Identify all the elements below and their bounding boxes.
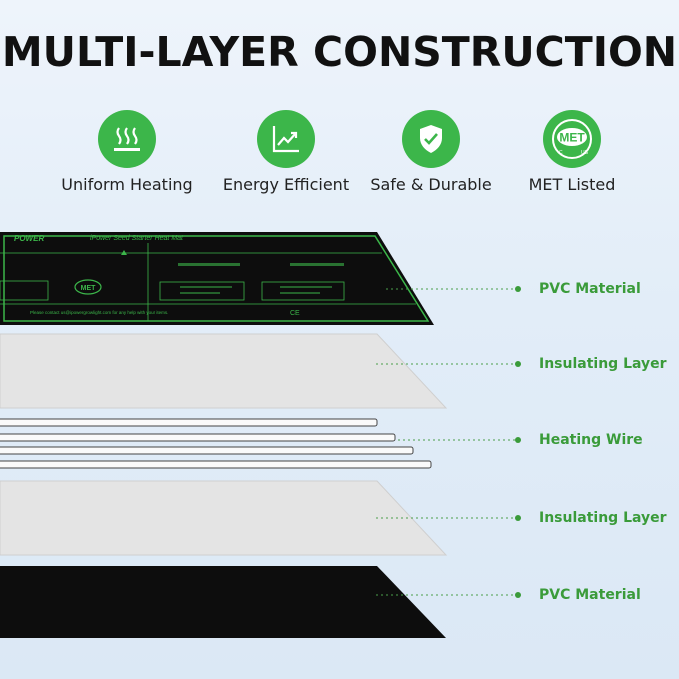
feature-energy-efficient: Energy Efficient: [211, 110, 361, 194]
mat-product-name: iPower Seed Starter Heat Mat: [90, 235, 184, 242]
heating-wires: [0, 418, 432, 469]
feature-met-listed: MET C US MET Listed: [497, 110, 647, 194]
feature-label: Uniform Heating: [61, 175, 193, 194]
layer-label-pvc-top: PVC Material: [539, 281, 641, 297]
feature-label: Safe & Durable: [370, 175, 492, 194]
met-badge-icon: MET C US: [543, 110, 601, 168]
feature-label: Energy Efficient: [222, 175, 350, 194]
svg-text:MET: MET: [559, 131, 585, 145]
page-title: MULTI-LAYER CONSTRUCTION: [1, 28, 678, 76]
top-pvc-mat: POWER iPower Seed Starter Heat Mat MET P…: [0, 232, 434, 325]
insulating-layer-top: [0, 333, 448, 409]
mat-brand: POWER: [14, 234, 44, 243]
shield-check-icon: [402, 110, 460, 168]
layer-label-heating-wire: Heating Wire: [539, 432, 643, 448]
insulating-layer-bottom: [0, 480, 448, 556]
leader-lines: [376, 288, 517, 596]
mat-ce-mark: CE: [290, 310, 300, 317]
svg-text:US: US: [581, 150, 589, 156]
layer-label-pvc-bottom: PVC Material: [539, 587, 641, 603]
leader-dots: [515, 286, 521, 598]
heat-waves-icon: [98, 110, 156, 168]
bottom-pvc-layer: [0, 566, 446, 638]
mat-contact-text: Please contact us@ipowergrowlight.com fo…: [30, 310, 168, 315]
feature-label: MET Listed: [528, 175, 616, 194]
layer-label-insulating-top: Insulating Layer: [539, 356, 667, 372]
layer-label-insulating-bottom: Insulating Layer: [539, 510, 667, 526]
feature-uniform-heating: Uniform Heating: [52, 110, 202, 194]
mat-met-badge: MET: [81, 285, 97, 292]
trend-chart-icon: [257, 110, 315, 168]
svg-text:C: C: [559, 150, 563, 156]
feature-safe-durable: Safe & Durable: [356, 110, 506, 194]
